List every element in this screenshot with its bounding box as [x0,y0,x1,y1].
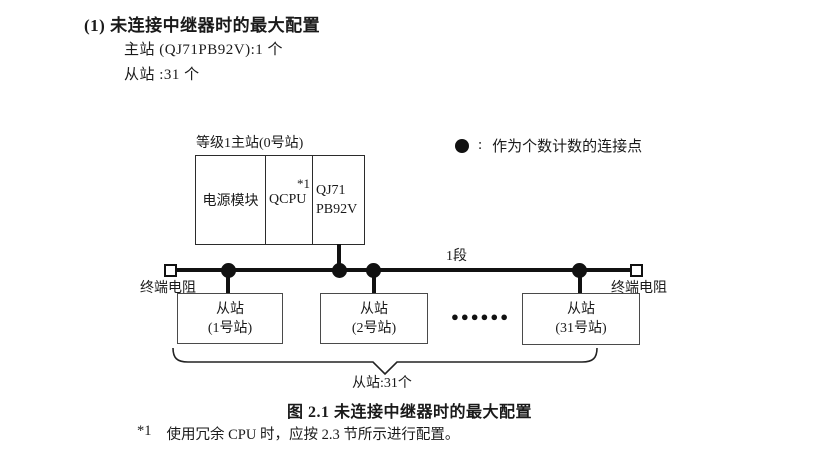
bus-segment-line [177,268,631,272]
cpu-cell: *1 QCPU [266,156,313,244]
slave31-drop-line [578,270,582,294]
connection-point-icon [455,138,469,153]
segment-1-label: 1段 [446,249,467,264]
slave-total-label: 从站:31个 [352,376,412,391]
footnote-text: 使用冗余 CPU 时，应按 2.3 节所示进行配置。 [166,427,460,443]
pb92v-module-cell: QJ71 PB92V [313,156,364,244]
cpu-footnote-marker: *1 [297,176,310,191]
connection-dot-master [332,263,347,278]
slave31-line2: (31号站) [555,321,607,336]
figure-caption: 图 2.1 未连接中继器时的最大配置 [287,404,533,421]
page-title: (1) 未连接中继器时的最大配置 [84,16,321,35]
slave-station-2-box: 从站 (2号站) [320,293,428,344]
legend-colon: : [478,137,483,153]
footnote-marker: *1 [137,423,152,439]
footnote: *1 使用冗余 CPU 时，应按 2.3 节所示进行配置。 [137,423,459,444]
terminating-resistor-right-label: 终端电阻 [611,281,667,296]
slave-group-brace [172,347,598,376]
cpu-label: QCPU [269,192,307,207]
master-count-line: 主站 (QJ71PB92V):1 个 [124,42,284,58]
slave2-line2: (2号站) [351,320,397,336]
slave2-line1: 从站 [360,301,388,317]
terminating-resistor-left-icon [164,264,177,277]
power-module-cell: 电源模块 [196,156,266,244]
legend-text: 作为个数计数的连接点 [492,139,643,155]
legend: : 作为个数计数的连接点 [455,135,642,156]
slave-count-line: 从站 :31 个 [124,67,200,83]
master-drop-line [337,244,341,270]
slave2-drop-line [372,270,376,294]
slave-station-1-box: 从站 (1号站) [177,293,283,344]
terminating-resistor-right-icon [630,264,643,277]
master-station-box: 电源模块 *1 QCPU QJ71 PB92V [195,155,365,245]
pb92v-line2: PB92V [316,202,358,217]
ellipsis-dots: ●●●●●● [451,309,511,324]
terminating-resistor-left-label: 终端电阻 [140,281,196,296]
slave1-line2: (1号站) [207,320,253,336]
slave-station-31-box: 从站 (31号站) [522,293,640,345]
slave1-drop-line [226,270,230,294]
slave31-line1: 从站 [567,302,595,317]
master-station-label: 等级1主站(0号站) [196,136,304,151]
slave1-line1: 从站 [216,301,244,317]
pb92v-line1: QJ71 [316,183,346,198]
